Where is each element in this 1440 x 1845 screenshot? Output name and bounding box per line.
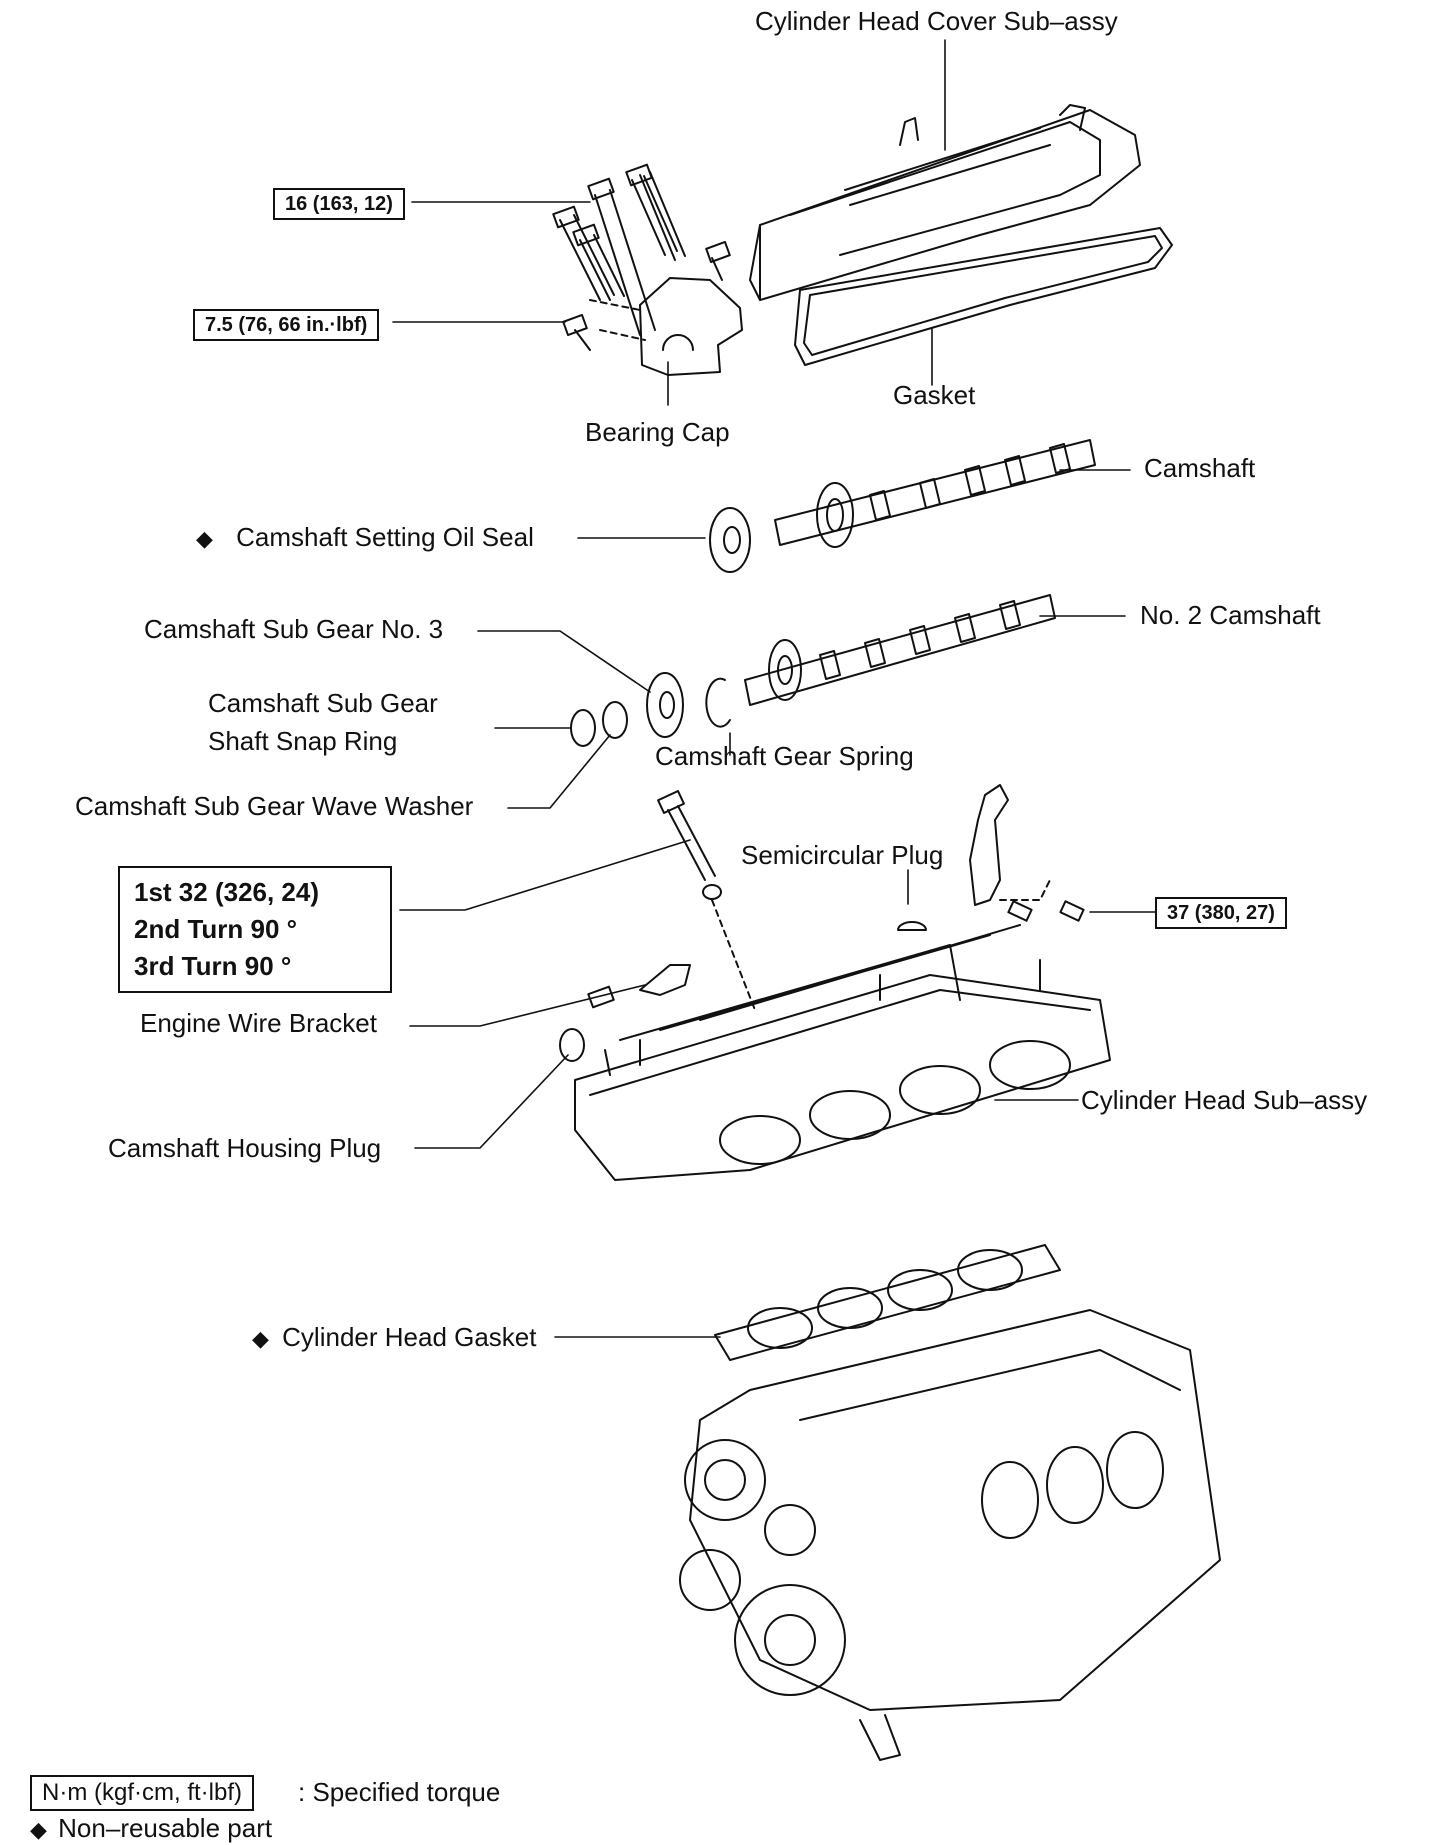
snap-ring-drawing	[570, 709, 596, 747]
label-head-gasket-text: Cylinder Head Gasket	[282, 1322, 537, 1352]
legend-nonreusable-text: Non–reusable part	[58, 1813, 273, 1843]
label-oil-seal-text: Camshaft Setting Oil Seal	[236, 522, 534, 552]
torque-cover-bolts: 16 (163, 12)	[273, 188, 405, 220]
camshaft-drawing	[774, 439, 1096, 548]
torque-step-2: 2nd Turn 90 °	[134, 914, 298, 944]
torque-cap-bolt: 7.5 (76, 66 in.·lbf)	[193, 309, 380, 341]
bracket-drawing	[969, 784, 1085, 922]
engine-block-drawing	[679, 1309, 1221, 1761]
label-wave-washer: Camshaft Sub Gear Wave Washer	[75, 791, 474, 821]
label-oil-seal: ◆ Camshaft Setting Oil Seal	[196, 522, 534, 554]
torque-step-3: 3rd Turn 90 °	[134, 951, 292, 981]
label-snap-ring-line1: Camshaft Sub Gear	[208, 688, 438, 718]
oil-seal-drawing	[709, 507, 751, 573]
label-no2-camshaft: No. 2 Camshaft	[1140, 600, 1321, 630]
label-cylinder-head-cover: Cylinder Head Cover Sub–assy	[755, 6, 1118, 36]
nonreusable-diamond-icon: ◆	[196, 526, 213, 551]
label-gear-spring: Camshaft Gear Spring	[655, 741, 914, 771]
label-gasket: Gasket	[893, 380, 976, 410]
label-bearing-cap: Bearing Cap	[585, 417, 730, 447]
nonreusable-diamond-icon: ◆	[30, 1817, 47, 1842]
label-housing-plug: Camshaft Housing Plug	[108, 1133, 382, 1163]
legend-nonreusable: ◆ Non–reusable part	[30, 1813, 272, 1845]
no2-camshaft-drawing	[744, 594, 1056, 706]
label-camshaft: Camshaft	[1144, 453, 1256, 483]
housing-plug-drawing	[559, 1028, 585, 1062]
head-bolt-drawing	[657, 790, 756, 1011]
label-engine-wire-bracket: Engine Wire Bracket	[140, 1008, 377, 1038]
head-gasket-drawing	[714, 1244, 1061, 1361]
label-snap-ring-line2: Shaft Snap Ring	[208, 726, 398, 756]
engine-wire-bracket-drawing	[639, 964, 691, 996]
cover-gasket-drawing	[794, 227, 1173, 366]
label-cylinder-head: Cylinder Head Sub–assy	[1081, 1085, 1368, 1115]
torque-step-1: 1st 32 (326, 24)	[134, 877, 320, 907]
label-sub-gear-no3: Camshaft Sub Gear No. 3	[144, 614, 444, 644]
nonreusable-diamond-icon: ◆	[252, 1326, 269, 1351]
leader-lines	[392, 39, 1156, 1338]
torque-head-bolt-steps: 1st 32 (326, 24) 2nd Turn 90 ° 3rd Turn …	[118, 866, 392, 993]
cover-bolts-drawing	[552, 163, 731, 351]
wave-washer-drawing	[602, 701, 628, 739]
label-semicircular-plug: Semicircular Plug	[741, 840, 944, 870]
semicircular-plug-drawing	[897, 921, 927, 931]
cylinder-head-cover-drawing	[749, 104, 1141, 301]
label-head-gasket: ◆ Cylinder Head Gasket	[252, 1322, 537, 1354]
bearing-cap-drawing	[639, 277, 743, 376]
cylinder-head-drawing	[574, 924, 1111, 1181]
torque-bracket-bolt: 37 (380, 27)	[1155, 897, 1287, 929]
legend-torque-unit: N·m (kgf·cm, ft·lbf)	[30, 1775, 254, 1811]
legend-torque-desc: : Specified torque	[298, 1777, 501, 1807]
sub-gear-drawing	[646, 672, 684, 738]
gear-spring-drawing	[705, 677, 731, 728]
